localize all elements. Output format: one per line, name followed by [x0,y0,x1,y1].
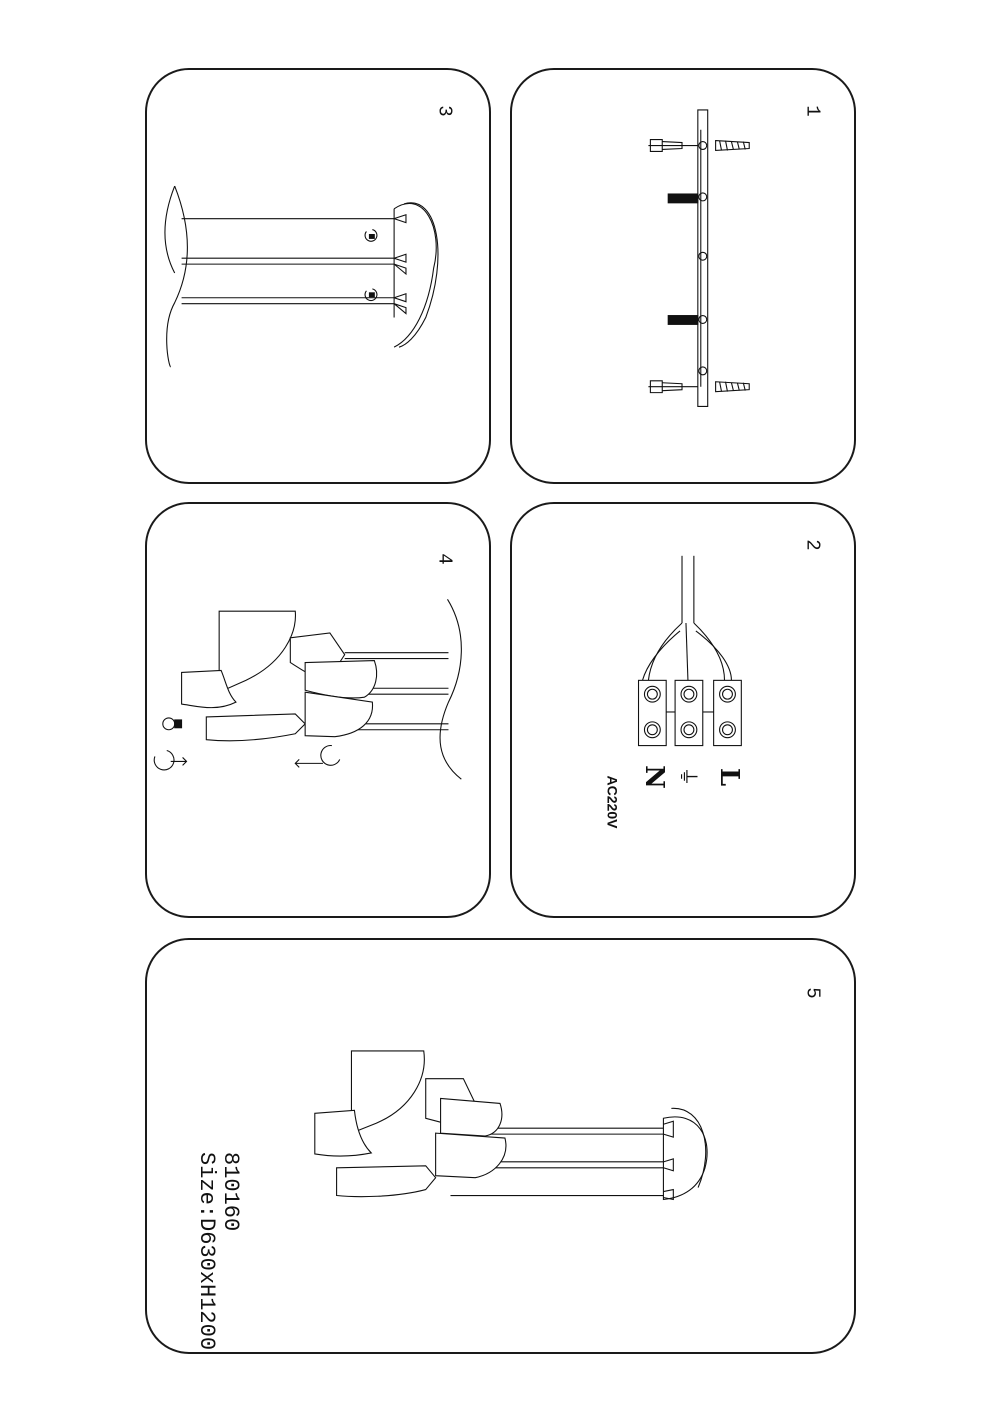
product-info: 810160 Size:D630xH1200 [193,1152,243,1351]
panel-step-1: 1 [510,68,856,484]
panel-step-3: 3 [145,68,491,484]
canopy-rod-attachment-illustration [164,185,439,368]
panel-step-4: 4 [145,502,491,918]
terminal-label-earth: ⏚ [676,766,701,787]
shade-and-bulb-installation-illustration [153,599,462,780]
product-size: Size:D630xH1200 [193,1152,219,1351]
terminal-label-live: L [714,767,745,787]
step-number: 5 [801,987,824,999]
step-number: 3 [433,105,456,117]
panel-step-5: 5 810160 Size:D630xH1200 [145,938,856,1354]
panel-step-2: L ⏚ N AC220V 2 [510,502,856,918]
step-number: 1 [801,105,824,117]
terminal-label-neutral: N [638,765,669,789]
step-number: 4 [433,553,456,565]
step-number: 2 [801,539,824,551]
assembled-pendant-lamp-illustration [314,1050,708,1201]
voltage-label: AC220V [604,775,621,829]
mounting-bracket-illustration [648,109,750,408]
model-number: 810160 [218,1152,243,1232]
wiring-terminal-block-illustration [637,555,742,747]
